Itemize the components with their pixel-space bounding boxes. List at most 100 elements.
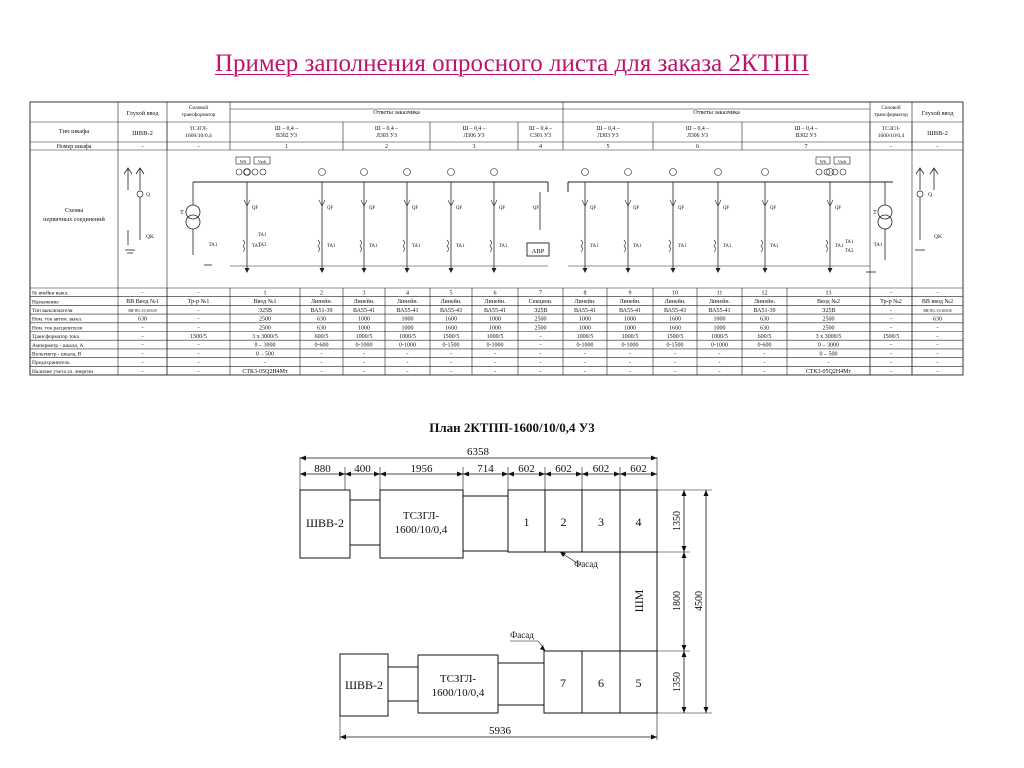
feeder-right-1-ta-icon bbox=[623, 239, 626, 253]
feeder-right-2-ta: TA1 bbox=[678, 244, 687, 249]
row-8-cell-6: - bbox=[450, 360, 452, 366]
row-8-cell-0: - bbox=[142, 360, 144, 366]
input-right-qf: QF bbox=[835, 206, 841, 211]
row-7-cell-12: - bbox=[719, 351, 721, 357]
row-4-cell-6: 1600 bbox=[445, 325, 457, 331]
row-7-cell-3: - bbox=[321, 351, 323, 357]
feeder-left-0-ta: TA1 bbox=[327, 244, 336, 249]
row-4-cell-14: 2500 bbox=[823, 325, 835, 331]
feeder-left-2-breaker-icon bbox=[403, 199, 411, 207]
cabinet-number-9: - bbox=[890, 144, 892, 150]
cabinet-type-6-a: Ш – 0,4 – bbox=[596, 126, 619, 132]
feeder-left-3-arrow-icon bbox=[448, 268, 454, 273]
feeder-right-0-qf: QF bbox=[590, 206, 596, 211]
row-3-cell-3: 630 bbox=[317, 317, 326, 323]
cabinet-type-3-b: Л303 У3 bbox=[376, 133, 397, 139]
row-4-cell-1: - bbox=[198, 325, 200, 331]
row-3-cell-4: 1000 bbox=[358, 317, 370, 323]
row-4-cell-7: 1000 bbox=[489, 325, 501, 331]
feeder-left-1-qf: QF bbox=[369, 206, 375, 211]
row-6-cell-16: - bbox=[937, 343, 939, 349]
facade-bottom-arrow bbox=[540, 645, 545, 651]
row-3-cell-9: 1000 bbox=[579, 317, 591, 323]
header-transformer-right-2: трансформатор bbox=[874, 111, 908, 118]
row-6-cell-5: 0-1000 bbox=[399, 343, 416, 349]
row-0-cell-16: - bbox=[937, 291, 939, 297]
row-0-cell-13: 12 bbox=[762, 291, 768, 297]
row-1-cell-11: Линейн. bbox=[664, 298, 686, 305]
input-left-meters-meter-circle bbox=[259, 168, 267, 176]
row-9-cell-9: - bbox=[584, 369, 586, 375]
feeder-right-2-ammeter-icon bbox=[669, 168, 677, 176]
feeder-left-1-ta: TA1 bbox=[369, 244, 378, 249]
row-8-cell-2: - bbox=[264, 360, 266, 366]
cell-top-label-4: 4 bbox=[636, 515, 642, 529]
feeder-left-3-ammeter-icon bbox=[447, 168, 455, 176]
facade-bottom-label: Фасад bbox=[510, 630, 534, 640]
cabinet-type-2-a: Ш – 0,4 – bbox=[275, 126, 298, 132]
row-4-cell-2: 2500 bbox=[259, 325, 271, 331]
row-4-cell-5: 1000 bbox=[402, 325, 414, 331]
dim-top-7-arrow-l bbox=[620, 471, 626, 477]
feeder-right-0-breaker-icon bbox=[581, 199, 589, 207]
connector-top-1 bbox=[349, 499, 381, 546]
row-9-cell-4: - bbox=[363, 369, 365, 375]
row-3-cell-12: 1000 bbox=[714, 317, 726, 323]
row-1-cell-1: Тр-р №1 bbox=[188, 299, 210, 305]
dim-total-bottom-label: 5936 bbox=[489, 725, 512, 737]
section-qf: QF bbox=[533, 206, 539, 211]
row-2-cell-2: Э25В bbox=[258, 308, 272, 314]
row-0-cell-8: 7 bbox=[539, 291, 542, 297]
dim-top-3-arrow-l bbox=[463, 471, 469, 477]
row-6-cell-13: 0-600 bbox=[758, 343, 772, 349]
row-8-cell-1: - bbox=[198, 360, 200, 366]
cabinet-type-7-a: Ш – 0,4 – bbox=[686, 126, 709, 132]
feeder-left-3-ta-icon bbox=[446, 239, 449, 253]
label-schemes-2: первичных соединений bbox=[43, 216, 105, 223]
input-right-meters-meter-circle bbox=[831, 168, 839, 176]
row-9-cell-12: - bbox=[719, 369, 721, 375]
input-right-breaker-icon bbox=[826, 199, 834, 207]
header-transformer-left-1: Силовой bbox=[189, 104, 208, 111]
connector-bottom-1 bbox=[387, 666, 419, 702]
row-5-cell-13: 600/5 bbox=[758, 334, 772, 340]
label-q-left: Q bbox=[146, 192, 150, 198]
label-t-left: T bbox=[180, 210, 184, 216]
row-7-cell-11: - bbox=[674, 351, 676, 357]
hv-arrow-right bbox=[915, 167, 925, 190]
input-right-meters-meter-circle bbox=[815, 168, 823, 176]
row-5-cell-12: 1000/5 bbox=[711, 334, 728, 340]
hv-arrow-right-2 bbox=[929, 167, 939, 190]
cabinet-number-7: 6 bbox=[696, 144, 699, 150]
label-t-right: T bbox=[873, 210, 877, 216]
feeder-right-3-arrow-icon bbox=[715, 268, 721, 273]
input-left-qf: QF bbox=[252, 206, 258, 211]
input-right-ta-icon bbox=[825, 239, 828, 253]
dim-top-6-arrow-l bbox=[582, 471, 588, 477]
dim-top-label-6: 602 bbox=[593, 463, 610, 475]
row-0-cell-3: 2 bbox=[320, 291, 323, 297]
dim-right-mid-arrow-t bbox=[681, 552, 687, 558]
row-9-cell-14: СТК3-05Q2Н4Мт bbox=[806, 369, 852, 375]
feeder-left-0-arrow-icon bbox=[319, 268, 325, 273]
row-5-cell-10: 1000/5 bbox=[622, 334, 639, 340]
dim-top-2-arrow-l bbox=[380, 471, 386, 477]
cabinet-type-5-b: С301 У3 bbox=[530, 133, 551, 139]
input-right-ta1: TA1 bbox=[845, 240, 854, 245]
label-8: Трансформатор тока bbox=[32, 333, 79, 340]
row-1-cell-0: ВВ Ввод №1 bbox=[126, 299, 158, 305]
cabinet-number-5: 4 bbox=[539, 144, 542, 150]
label-ta1-transformer-right: TA1 bbox=[874, 243, 883, 248]
transformer-top-label-2: 1600/10/0,4 bbox=[395, 524, 448, 536]
row-3-cell-6: 1600 bbox=[445, 317, 457, 323]
dim-top-label-2: 1956 bbox=[411, 463, 434, 475]
hv-arrow-left bbox=[123, 167, 133, 190]
feeder-left-2-ta: TA1 bbox=[412, 244, 421, 249]
row-1-cell-16: ВВ ввод №2 bbox=[922, 299, 953, 305]
label-qk-right: QK bbox=[934, 234, 942, 240]
feeder-right-1-qf: QF bbox=[633, 206, 639, 211]
feeder-right-4-qf: QF bbox=[770, 206, 776, 211]
row-8-cell-8: - bbox=[540, 360, 542, 366]
input-right-meters-varh-box bbox=[833, 156, 851, 165]
label-q-right: Q bbox=[928, 192, 932, 198]
